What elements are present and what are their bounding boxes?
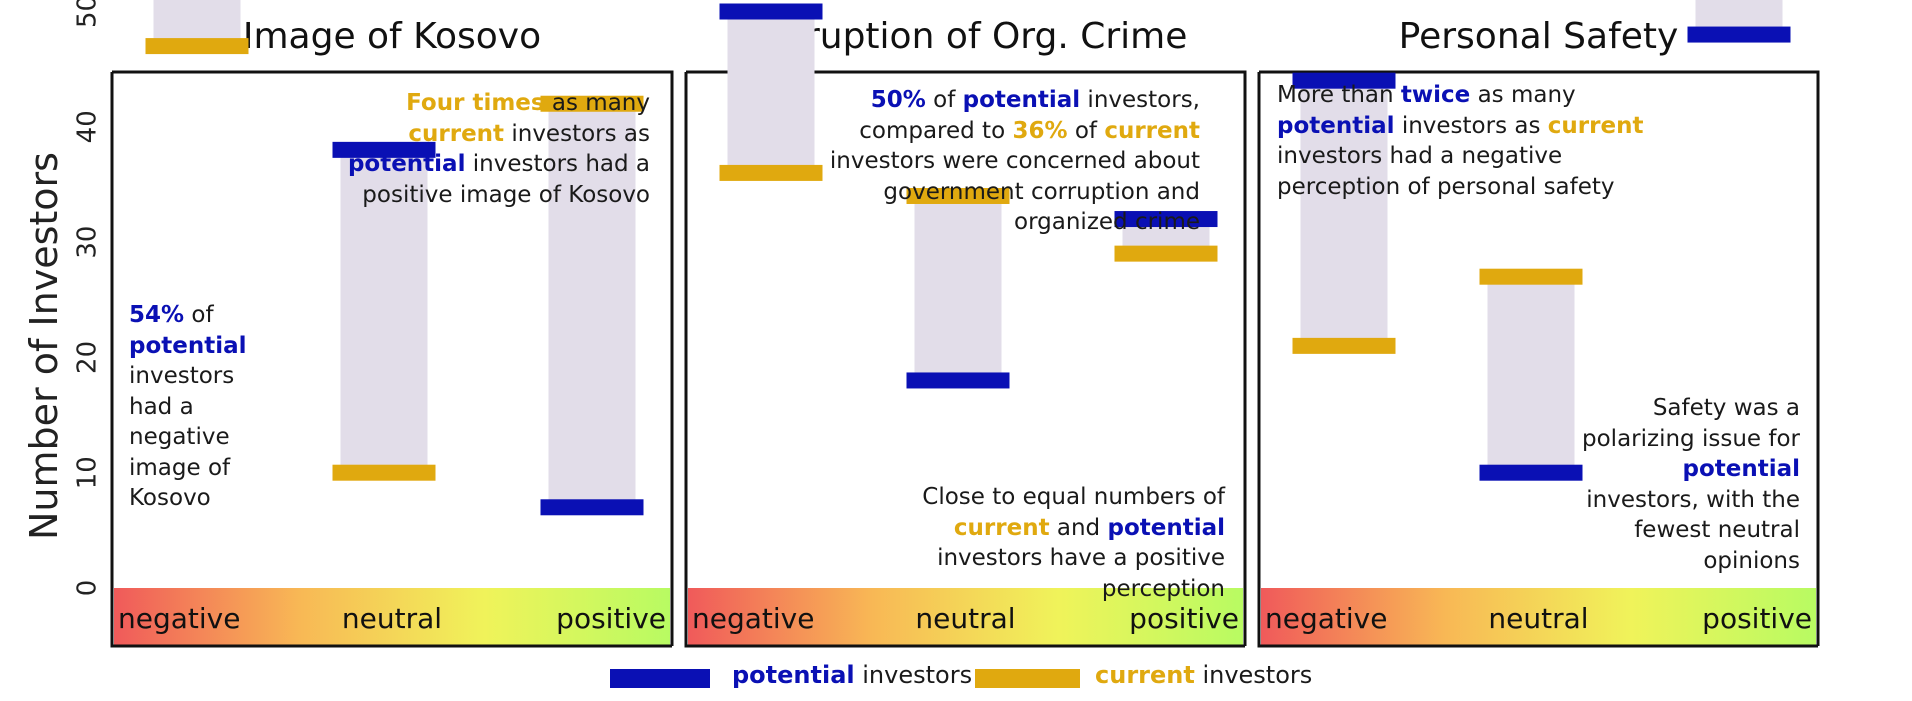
category-label-positive: positive bbox=[1129, 602, 1239, 635]
legend-current-rest: investors bbox=[1194, 661, 1313, 689]
y-tick-label-20: 20 bbox=[73, 341, 103, 374]
potential-cap-positive bbox=[1687, 26, 1791, 43]
category-label-neutral: neutral bbox=[1488, 602, 1588, 635]
potential-cap-negative bbox=[719, 3, 823, 20]
annotation-p1-top: Four times as many current investors as … bbox=[347, 90, 650, 208]
category-label-neutral: neutral bbox=[342, 602, 442, 635]
range-bar-negative bbox=[1300, 80, 1388, 346]
y-tick-label-50: 50 bbox=[73, 0, 103, 28]
category-label-positive: positive bbox=[556, 602, 666, 635]
annotation-p1-left: 54% of potential investors had a negativ… bbox=[129, 302, 247, 511]
current-cap-negative bbox=[719, 164, 823, 181]
legend-potential-rest: investors bbox=[854, 661, 973, 689]
panel-frame-top-2 bbox=[686, 70, 1247, 646]
y-tick-label-30: 30 bbox=[73, 226, 103, 259]
annotation-p3-top: More than twice as many potential invest… bbox=[1277, 82, 1644, 200]
potential-cap-positive bbox=[540, 499, 644, 516]
current-cap-neutral bbox=[1479, 268, 1583, 285]
annotation-p2-bottom: Close to equal numbers of current and po… bbox=[922, 484, 1225, 602]
panel-title-2: Corruption of Org. Crime bbox=[744, 16, 1188, 57]
range-bar-neutral bbox=[1487, 276, 1575, 473]
sentiment-strip-2 bbox=[688, 588, 1243, 646]
sentiment-strip-3 bbox=[1261, 588, 1816, 646]
category-label-negative: negative bbox=[692, 602, 814, 635]
legend-potential-bold: potential bbox=[732, 661, 855, 689]
potential-cap-negative bbox=[1292, 72, 1396, 89]
potential-cap-neutral bbox=[332, 141, 436, 158]
panel-frame-top-1 bbox=[112, 70, 674, 646]
panel-frame-left-3 bbox=[1257, 72, 1818, 648]
range-bar-neutral bbox=[340, 149, 428, 473]
annotation-p2-top: 50% of potential investors, compared to … bbox=[829, 87, 1200, 235]
legend-current-bold: current bbox=[1095, 661, 1195, 689]
current-cap-neutral bbox=[906, 187, 1010, 204]
category-label-positive: positive bbox=[1702, 602, 1812, 635]
current-cap-positive bbox=[1114, 245, 1218, 262]
y-tick-label-10: 10 bbox=[73, 456, 103, 489]
panel-title-3: Personal Safety bbox=[1399, 16, 1679, 57]
panel-title-1: Image of Kosovo bbox=[243, 16, 541, 57]
category-label-neutral: neutral bbox=[915, 602, 1015, 635]
range-bar-neutral bbox=[914, 195, 1002, 381]
legend-swatch-current bbox=[975, 669, 1080, 688]
panel-frame-left-2 bbox=[684, 72, 1245, 648]
y-tick-label-0: 0 bbox=[73, 580, 103, 597]
range-bar-positive bbox=[548, 103, 636, 508]
panel-frame-top-3 bbox=[1259, 70, 1820, 646]
legend-swatch-potential bbox=[610, 669, 710, 688]
annotation-p3-right: Safety was a polarizing issue for potent… bbox=[1582, 395, 1800, 574]
potential-cap-positive bbox=[1114, 211, 1218, 228]
y-tick-label-40: 40 bbox=[73, 110, 103, 143]
category-label-negative: negative bbox=[118, 602, 240, 635]
potential-cap-neutral bbox=[906, 372, 1010, 389]
current-cap-neutral bbox=[332, 464, 436, 481]
current-cap-positive bbox=[540, 95, 644, 112]
current-cap-negative bbox=[1292, 337, 1396, 354]
category-label-negative: negative bbox=[1265, 602, 1387, 635]
y-axis-label: Number of Investors bbox=[22, 152, 66, 540]
range-bar-negative bbox=[727, 11, 815, 173]
current-cap-negative bbox=[145, 38, 249, 55]
potential-cap-neutral bbox=[1479, 464, 1583, 481]
sentiment-strip-1 bbox=[114, 588, 670, 646]
panel-frame-left-1 bbox=[110, 72, 672, 648]
